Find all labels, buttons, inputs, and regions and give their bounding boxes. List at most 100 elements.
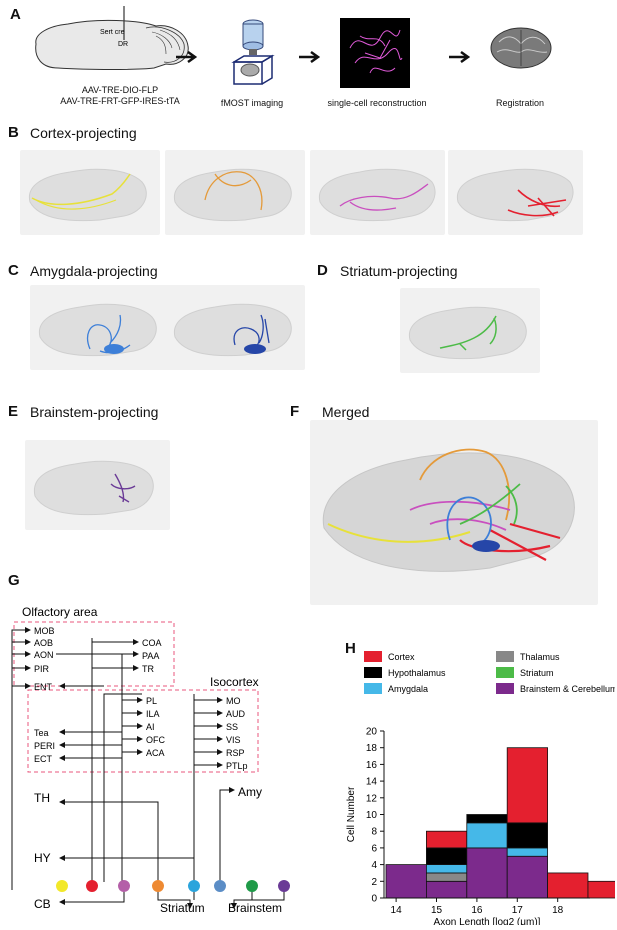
tr-label: TR [142, 664, 154, 674]
brainstem-brain [25, 440, 170, 530]
x-tick-label: 14 [391, 905, 403, 916]
bar-segment [426, 872, 468, 882]
panel-b-letter: B [8, 124, 19, 141]
y-tick-label: 10 [366, 810, 378, 821]
bar-segment [547, 872, 589, 899]
legend-label: Striatum [520, 668, 554, 678]
ila-label: ILA [146, 709, 160, 719]
y-tick-label: 18 [366, 743, 378, 754]
registration-brain-icon [490, 27, 552, 69]
neuron-dot-red [86, 880, 98, 892]
legend-label: Cortex [388, 652, 415, 662]
bar-segment [466, 847, 508, 899]
bar-segment [426, 847, 468, 865]
arrow-right-icon [176, 50, 198, 64]
bar-segment [506, 747, 548, 824]
isocortex-box [27, 689, 259, 773]
legend-label: Amygdala [388, 684, 428, 694]
x-tick-label: 15 [431, 905, 443, 916]
y-tick-label: 4 [371, 860, 377, 871]
striatum-brain [400, 288, 540, 373]
legend-label: Hypothalamus [388, 668, 446, 678]
panel-g-letter: G [8, 572, 20, 589]
legend-swatch [364, 667, 382, 678]
bar-segment [426, 864, 468, 874]
y-tick-label: 8 [371, 827, 377, 838]
neuron-dot-yellow [56, 880, 68, 892]
ai-label: AI [146, 722, 155, 732]
bar-segment [466, 814, 508, 824]
ptlp-label: PTLp [226, 761, 248, 771]
ent-label: ENT [34, 682, 53, 692]
bar-segment [507, 856, 547, 873]
dr-label: DR [118, 41, 128, 48]
vis-label: VIS [226, 735, 241, 745]
panel-d-letter: D [317, 262, 328, 279]
bar-segment [385, 864, 427, 899]
ect-label: ECT [34, 754, 53, 764]
legend-swatch [496, 667, 514, 678]
y-tick-label: 6 [371, 843, 377, 854]
injection-brain-diagram: Sert cre DR [35, 6, 189, 70]
panel-h-letter: H [345, 640, 356, 657]
y-tick-label: 0 [371, 894, 377, 905]
neuron-dot-pink [118, 880, 130, 892]
neuron-dot-steel [214, 880, 226, 892]
neuron-dot-purple [278, 880, 290, 892]
bar-segment [548, 890, 588, 898]
bar-segment [426, 880, 468, 899]
panel-c-letter: C [8, 262, 19, 279]
pir-label: PIR [34, 664, 50, 674]
cb-label: CB [34, 897, 51, 911]
aob-label: AOB [34, 638, 53, 648]
aud-label: AUD [226, 709, 246, 719]
bar-segment [426, 830, 468, 849]
aon-label: AON [34, 650, 54, 660]
cortex-brain-2 [165, 150, 305, 235]
th-label: TH [34, 791, 50, 805]
amygdala-brain-2 [165, 285, 305, 370]
tea-label: Tea [34, 728, 49, 738]
sert-cre-label: Sert cre [100, 29, 125, 36]
legend-swatch [364, 683, 382, 694]
neuron-dot-orange [152, 880, 164, 892]
arrow-right-icon [449, 50, 471, 64]
single-cell-reconstruction-image [340, 18, 410, 88]
ss-label: SS [226, 722, 238, 732]
y-tick-label: 12 [366, 793, 378, 804]
ofc-label: OFC [146, 735, 165, 745]
peri-label: PERI [34, 741, 55, 751]
panel-c-title: Amygdala-projecting [30, 263, 158, 279]
cortex-brain-4 [448, 150, 583, 235]
olfactory-title: Olfactory area [22, 605, 98, 619]
legend-label: Thalamus [520, 652, 560, 662]
pl-label: PL [146, 696, 157, 706]
y-tick-label: 2 [371, 877, 377, 888]
neuron-dot-sky [188, 880, 200, 892]
panel-e-letter: E [8, 403, 19, 420]
y-tick-label: 14 [366, 777, 378, 788]
bar-segment [588, 890, 615, 898]
aca-label: ACA [146, 748, 165, 758]
legend-swatch [496, 683, 514, 694]
brainstem-label: Brainstem [228, 901, 282, 915]
x-axis-label: Axon Length [log2 (μm)] [434, 917, 541, 925]
rsp-label: RSP [226, 748, 245, 758]
y-axis-label: Cell Number [346, 786, 357, 842]
legend-swatch [496, 651, 514, 662]
virus-line-1: AAV-TRE-DIO-FLP [81, 85, 159, 95]
mo-label: MO [226, 696, 241, 706]
projection-schematic: Olfactory area Isocortex MOB AOB AON PIR… [11, 605, 290, 915]
amygdala-brain-1 [30, 285, 170, 370]
cortex-brain-3 [310, 150, 445, 235]
bar-segment [506, 822, 548, 849]
legend-swatch [364, 651, 382, 662]
panel-e-title: Brainstem-projecting [30, 404, 159, 420]
bar-segment [467, 865, 507, 882]
amy-label: Amy [238, 785, 262, 799]
panel-f-title: Merged [322, 404, 370, 420]
virus-line-2: AAV-TRE-FRT-GFP-IRES-tTA [60, 96, 180, 106]
x-tick-label: 16 [471, 905, 483, 916]
striatum-label: Striatum [160, 901, 205, 915]
